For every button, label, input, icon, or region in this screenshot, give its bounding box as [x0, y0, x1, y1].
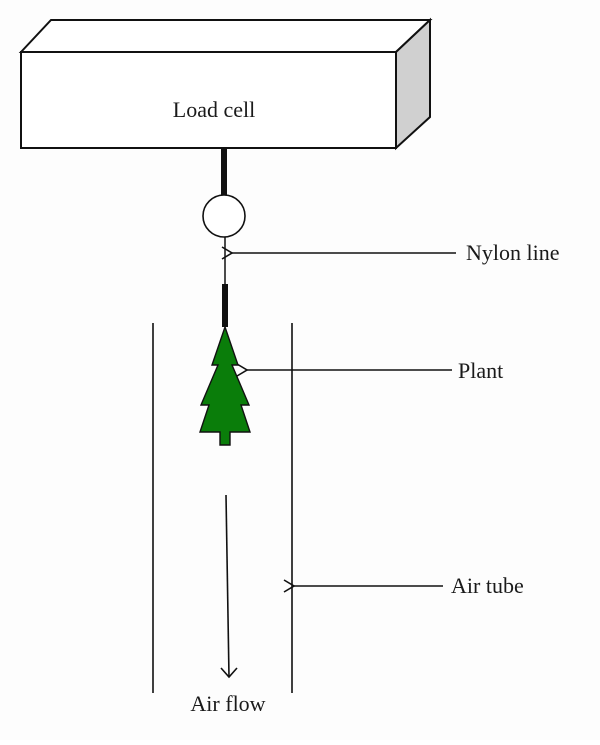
air-tube-label: Air tube [451, 573, 524, 598]
air-tube-callout: Air tube [294, 573, 524, 598]
nylon-line-label: Nylon line [466, 240, 560, 265]
load-cell-top-face [18, 19, 433, 53]
air-flow-arrow-head-icon [220, 667, 238, 679]
load-cell-label: Load cell [173, 97, 255, 122]
load-cell: Load cell [18, 17, 433, 151]
ring-connector [202, 194, 246, 238]
load-cell-front-face [20, 51, 397, 149]
nylon-line-callout: Nylon line [232, 240, 560, 265]
plant [199, 324, 251, 446]
plant-label: Plant [458, 358, 503, 383]
air-flow-arrow [220, 494, 238, 679]
plant-clamp [222, 284, 228, 327]
plant-tree-icon [199, 324, 251, 446]
air-tube [152, 323, 293, 693]
air-flow-arrow-shaft [225, 494, 230, 678]
air-flow-label: Air flow [190, 691, 265, 716]
plant-callout: Plant [247, 358, 503, 383]
load-cell-rod [221, 148, 227, 196]
